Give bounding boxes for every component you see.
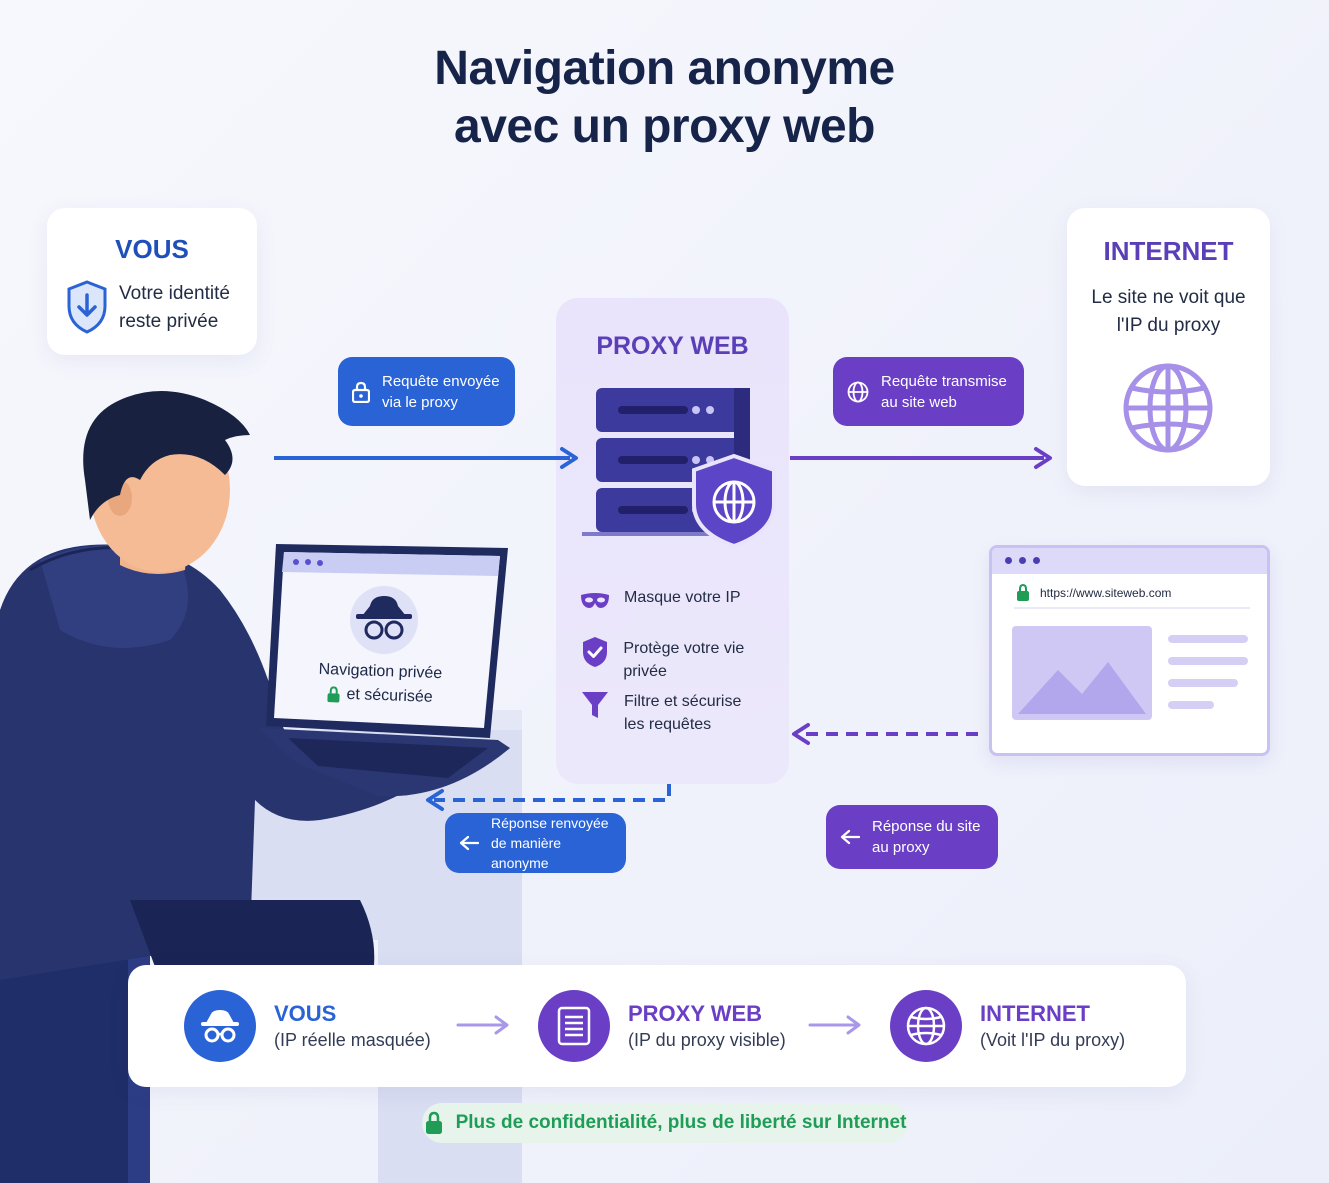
arrow-right-icon [456,1015,509,1035]
incognito-icon [201,1010,239,1043]
summary-vous-subtitle: (IP réelle masquée) [274,1030,431,1050]
globe-icon [847,381,869,402]
website-titlebar [992,548,1267,574]
website-window: https://www.siteweb.com [989,545,1270,756]
feature-mask-ip: Masque votre IP [578,586,741,616]
pill-response-site: Réponse du site au proxy [826,805,998,869]
summary-bar: VOUS (IP réelle masquée) PROXY WEB (IP d… [128,965,1186,1087]
summary-vous-title: VOUS [274,1001,337,1026]
proxy-panel: PROXY WEB Masque votre IP Protège votre … [556,298,789,784]
footer-text: Plus de confidentialité, plus de liberté… [455,1112,907,1133]
text-placeholder-line [1168,635,1248,643]
shield-check-icon [582,637,607,667]
vous-card-heading: VOUS [115,234,189,264]
globe-icon [906,1006,946,1046]
pill-response-returned-line-2: de manière anonyme [491,835,562,871]
laptop-screen-line-2: et sécurisée [346,685,433,706]
summary-vous: VOUS (IP réelle masquée) [184,990,431,1062]
website-url: https://www.siteweb.com [1040,585,1172,600]
lock-icon [327,686,340,703]
feature-3-line-1: Filtre et sécurise [624,693,742,710]
summary-proxy-circle [538,990,610,1062]
pill-response-site-line-1: Réponse du site [872,818,981,835]
title-line-1: Navigation anonyme [434,42,895,95]
pill-request-sent: Requête envoyée via le proxy [338,357,515,426]
internet-card: INTERNET Le site ne voit que l'IP du pro… [1067,208,1270,486]
text-placeholder-line [1168,701,1214,709]
arrow-left-icon [459,835,479,851]
pill-response-returned: Réponse renvoyée de manière anonyme [445,813,626,873]
laptop-screen-text: Navigation privée et sécurisée [299,657,461,711]
arrow-site-to-proxy [792,723,978,745]
shield-download-icon [67,280,107,334]
pill-response-returned-line-1: Réponse renvoyée [491,815,609,831]
pill-request-forwarded-line-1: Requête transmise [881,372,1007,390]
lock-icon [352,381,370,403]
arrow-proxy-to-internet [790,447,1052,469]
page-title: Navigation anonyme avec un proxy web [0,40,1329,156]
filter-icon [582,692,608,718]
text-placeholder-line [1168,679,1238,687]
internet-card-text-2: l'IP du proxy [1116,315,1221,336]
arrow-right-icon [808,1015,861,1035]
summary-proxy: PROXY WEB (IP du proxy visible) [538,990,786,1062]
lock-icon [1017,584,1029,601]
title-line-2: avec un proxy web [454,100,876,153]
globe-icon [1123,363,1213,453]
summary-internet-circle [890,990,962,1062]
internet-card-text-1: Le site ne voit que [1091,287,1246,308]
server-icon [557,1006,591,1046]
vous-card: VOUS Votre identité reste privée [47,208,257,355]
footer-badge: Plus de confidentialité, plus de liberté… [422,1103,908,1143]
feature-1-line-1: Masque votre IP [624,589,741,606]
pill-request-sent-line-2: via le proxy [382,393,458,411]
server-shield-icon [582,388,776,549]
summary-proxy-title: PROXY WEB [628,1001,763,1026]
lock-icon [425,1111,442,1134]
window-dot [1019,557,1026,564]
summary-vous-circle [184,990,256,1062]
person-illustration [0,391,522,1183]
feature-filter: Filtre et sécurise les requêtes [578,690,741,736]
pill-request-sent-line-1: Requête envoyée [382,372,500,390]
image-placeholder-icon [1012,626,1152,720]
window-dot [1033,557,1040,564]
proxy-heading: PROXY WEB [596,332,749,360]
pill-response-site-line-2: au proxy [872,839,930,856]
summary-internet-title: INTERNET [980,1001,1090,1026]
arrow-left-icon [840,829,860,845]
pill-request-forwarded-line-2: au site web [881,393,957,411]
laptop [258,544,510,797]
summary-internet: INTERNET (Voit l'IP du proxy) [890,990,1125,1062]
summary-internet-subtitle: (Voit l'IP du proxy) [980,1030,1126,1050]
window-dot [1005,557,1012,564]
text-placeholder-line [1168,657,1248,665]
feature-2-line-1: Protège votre vie privée [623,640,745,680]
feature-3-line-2: les requêtes [624,716,712,733]
url-divider [1014,607,1250,609]
vous-card-text-1: Votre identité [119,283,230,304]
mask-icon [581,593,609,608]
internet-card-heading: INTERNET [1103,236,1234,266]
website-url-bar[interactable]: https://www.siteweb.com [1016,584,1171,601]
pill-request-forwarded: Requête transmise au site web [833,357,1024,426]
vous-card-text-2: reste privée [119,311,219,332]
feature-privacy: Protège votre vie privée [578,637,789,683]
summary-proxy-subtitle: (IP du proxy visible) [628,1030,786,1050]
